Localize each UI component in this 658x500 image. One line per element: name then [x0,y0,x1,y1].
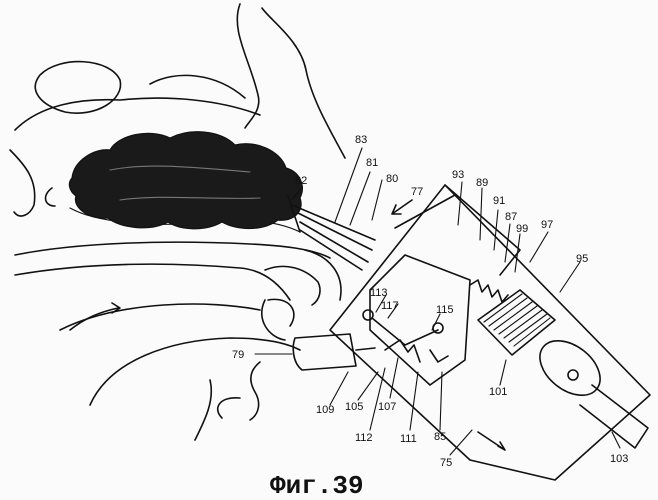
ref-101: 101 [489,386,507,398]
ref-115: 115 [436,304,454,316]
ref-81: 81 [366,157,378,169]
ref-95: 95 [576,253,588,265]
nozzle [292,205,375,270]
ref-105: 105 [345,401,363,413]
ref-87: 87 [505,211,517,223]
ref-79: 79 [232,349,244,361]
olfactory-tissue [69,132,302,229]
ref-97: 97 [541,219,553,231]
ref-117: 117 [381,300,399,312]
ref-91: 91 [493,195,505,207]
ref-77: 77 [411,186,423,198]
outlet-arrow [478,432,505,450]
ref-93: 93 [452,169,464,181]
airflow-arrow [70,308,118,330]
ref-89: 89 [476,177,488,189]
ref-107: 107 [378,401,396,413]
lever-handle [530,330,648,448]
palate [15,242,330,258]
ref-111: 111 [400,433,417,445]
ref-83: 83 [355,134,367,146]
breath-inlet [293,334,356,370]
figure-caption: Фиг.39 [270,471,364,500]
olfactory-mass [69,132,302,229]
ref-80: 80 [386,173,398,185]
ref-103: 103 [610,453,628,465]
ref-109: 109 [316,404,334,416]
spring [470,280,508,302]
inner-chamber [370,255,470,385]
ref-85: 85 [434,431,446,443]
ref-99: 99 [516,223,528,235]
frontal-sinus [35,62,120,114]
coil [478,290,555,355]
ref-112: 112 [355,432,373,444]
delivery-device [288,185,650,480]
ref-113: 113 [370,287,388,299]
nose-profile [10,150,35,216]
ref-75: 75 [440,457,452,469]
ref-82: 82 [295,175,307,187]
